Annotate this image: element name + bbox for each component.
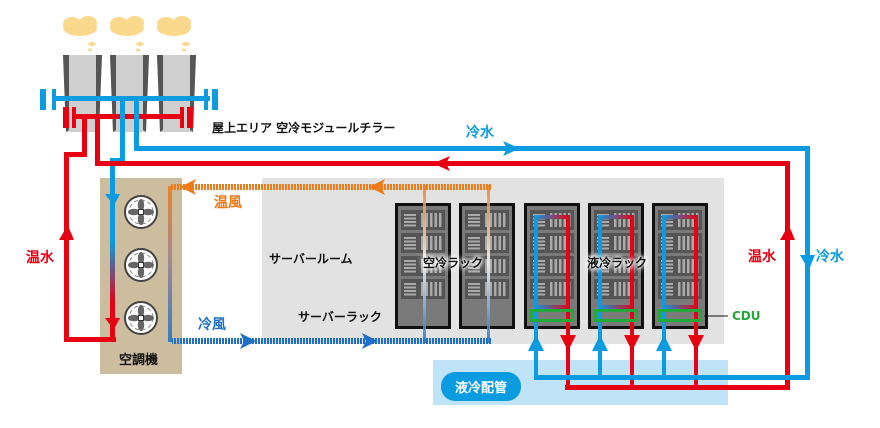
chiller-unit	[110, 55, 149, 132]
rack-coolant-out	[630, 215, 634, 333]
flow-arrow-icon	[180, 179, 196, 195]
air-cooled-rack	[395, 185, 451, 343]
flow-arrow-icon	[624, 335, 640, 351]
flow-arrow-icon	[105, 318, 120, 332]
hot-water-label-right: 温水	[748, 249, 776, 265]
warm-air-flow	[170, 179, 492, 195]
chiller-hot-header	[63, 107, 193, 128]
cool-air-label: 冷風	[198, 317, 226, 333]
air-cooled-rack	[459, 185, 515, 343]
cdu-unit	[530, 309, 574, 322]
flow-arrow-icon	[800, 255, 815, 273]
rack-coolant-in	[598, 215, 602, 333]
flow-arrow-icon	[59, 222, 74, 240]
ac-air-column	[168, 186, 172, 342]
server-rack-label: サーバーラック	[298, 310, 382, 324]
cdu-unit	[594, 309, 638, 322]
liquid-return-pipe	[624, 329, 640, 390]
flow-arrow-icon	[362, 333, 378, 349]
flow-arrow-icon	[433, 156, 450, 171]
chiller-label: 屋上エリア 空冷モジュールチラー	[212, 121, 396, 135]
rack-coolant-out	[566, 215, 570, 333]
rack-airflow	[487, 185, 490, 343]
flow-arrow-icon	[503, 141, 520, 156]
flow-arrow-icon	[240, 333, 256, 349]
flow-arrow-icon	[560, 335, 576, 351]
steam-cloud-icon	[157, 16, 191, 52]
ac-unit-label: 空調機	[119, 353, 159, 368]
warm-air-label: 温風	[214, 195, 242, 211]
flow-arrow-icon	[592, 335, 608, 351]
fan-icon	[124, 301, 158, 335]
flow-arrow-icon	[528, 335, 544, 351]
rack-coolant-in	[662, 215, 666, 333]
liquid-return-pipe	[688, 329, 704, 390]
rack-coolant-out	[694, 215, 698, 333]
steam-cloud-icon	[63, 16, 97, 52]
cold-water-label-top: 冷水	[466, 125, 494, 141]
cold-water-label-right: 冷水	[816, 249, 844, 265]
ac-coil-pipe	[110, 188, 115, 342]
liquid-supply-pipe	[656, 329, 672, 380]
cdu-label: CDU	[732, 309, 761, 323]
fan-icon	[124, 248, 158, 282]
liquid-piping-badge: 液冷配管	[441, 372, 522, 401]
liquid-return-header	[566, 385, 790, 390]
flow-arrow-icon	[105, 194, 120, 208]
cool-air-flow	[172, 333, 492, 349]
hot-water-label-left: 温水	[26, 250, 54, 266]
chiller-cold-header	[40, 89, 218, 110]
liquid-cooled-rack	[524, 203, 580, 333]
rack-coolant-in	[534, 215, 538, 333]
server-room-label: サーバールーム	[269, 252, 353, 266]
liquid-supply-header	[534, 375, 810, 380]
liquid-return-pipe	[560, 329, 576, 390]
flow-arrow-icon	[688, 335, 704, 351]
air-cooled-rack-label: 空冷ラック	[423, 256, 484, 270]
liquid-cooled-rack	[588, 203, 644, 333]
flow-arrow-icon	[656, 335, 672, 351]
liquid-supply-pipe	[528, 329, 544, 380]
flow-arrow-icon	[369, 179, 385, 195]
flow-arrow-icon	[780, 222, 795, 240]
rack-airflow	[423, 185, 426, 343]
fan-icon	[124, 195, 158, 229]
liquid-supply-pipe	[592, 329, 608, 380]
steam-cloud-icon	[110, 16, 144, 52]
liquid-cooled-rack	[652, 203, 708, 333]
liquid-cooled-rack-label: 液冷ラック	[587, 256, 648, 270]
cdu-unit	[658, 309, 702, 322]
